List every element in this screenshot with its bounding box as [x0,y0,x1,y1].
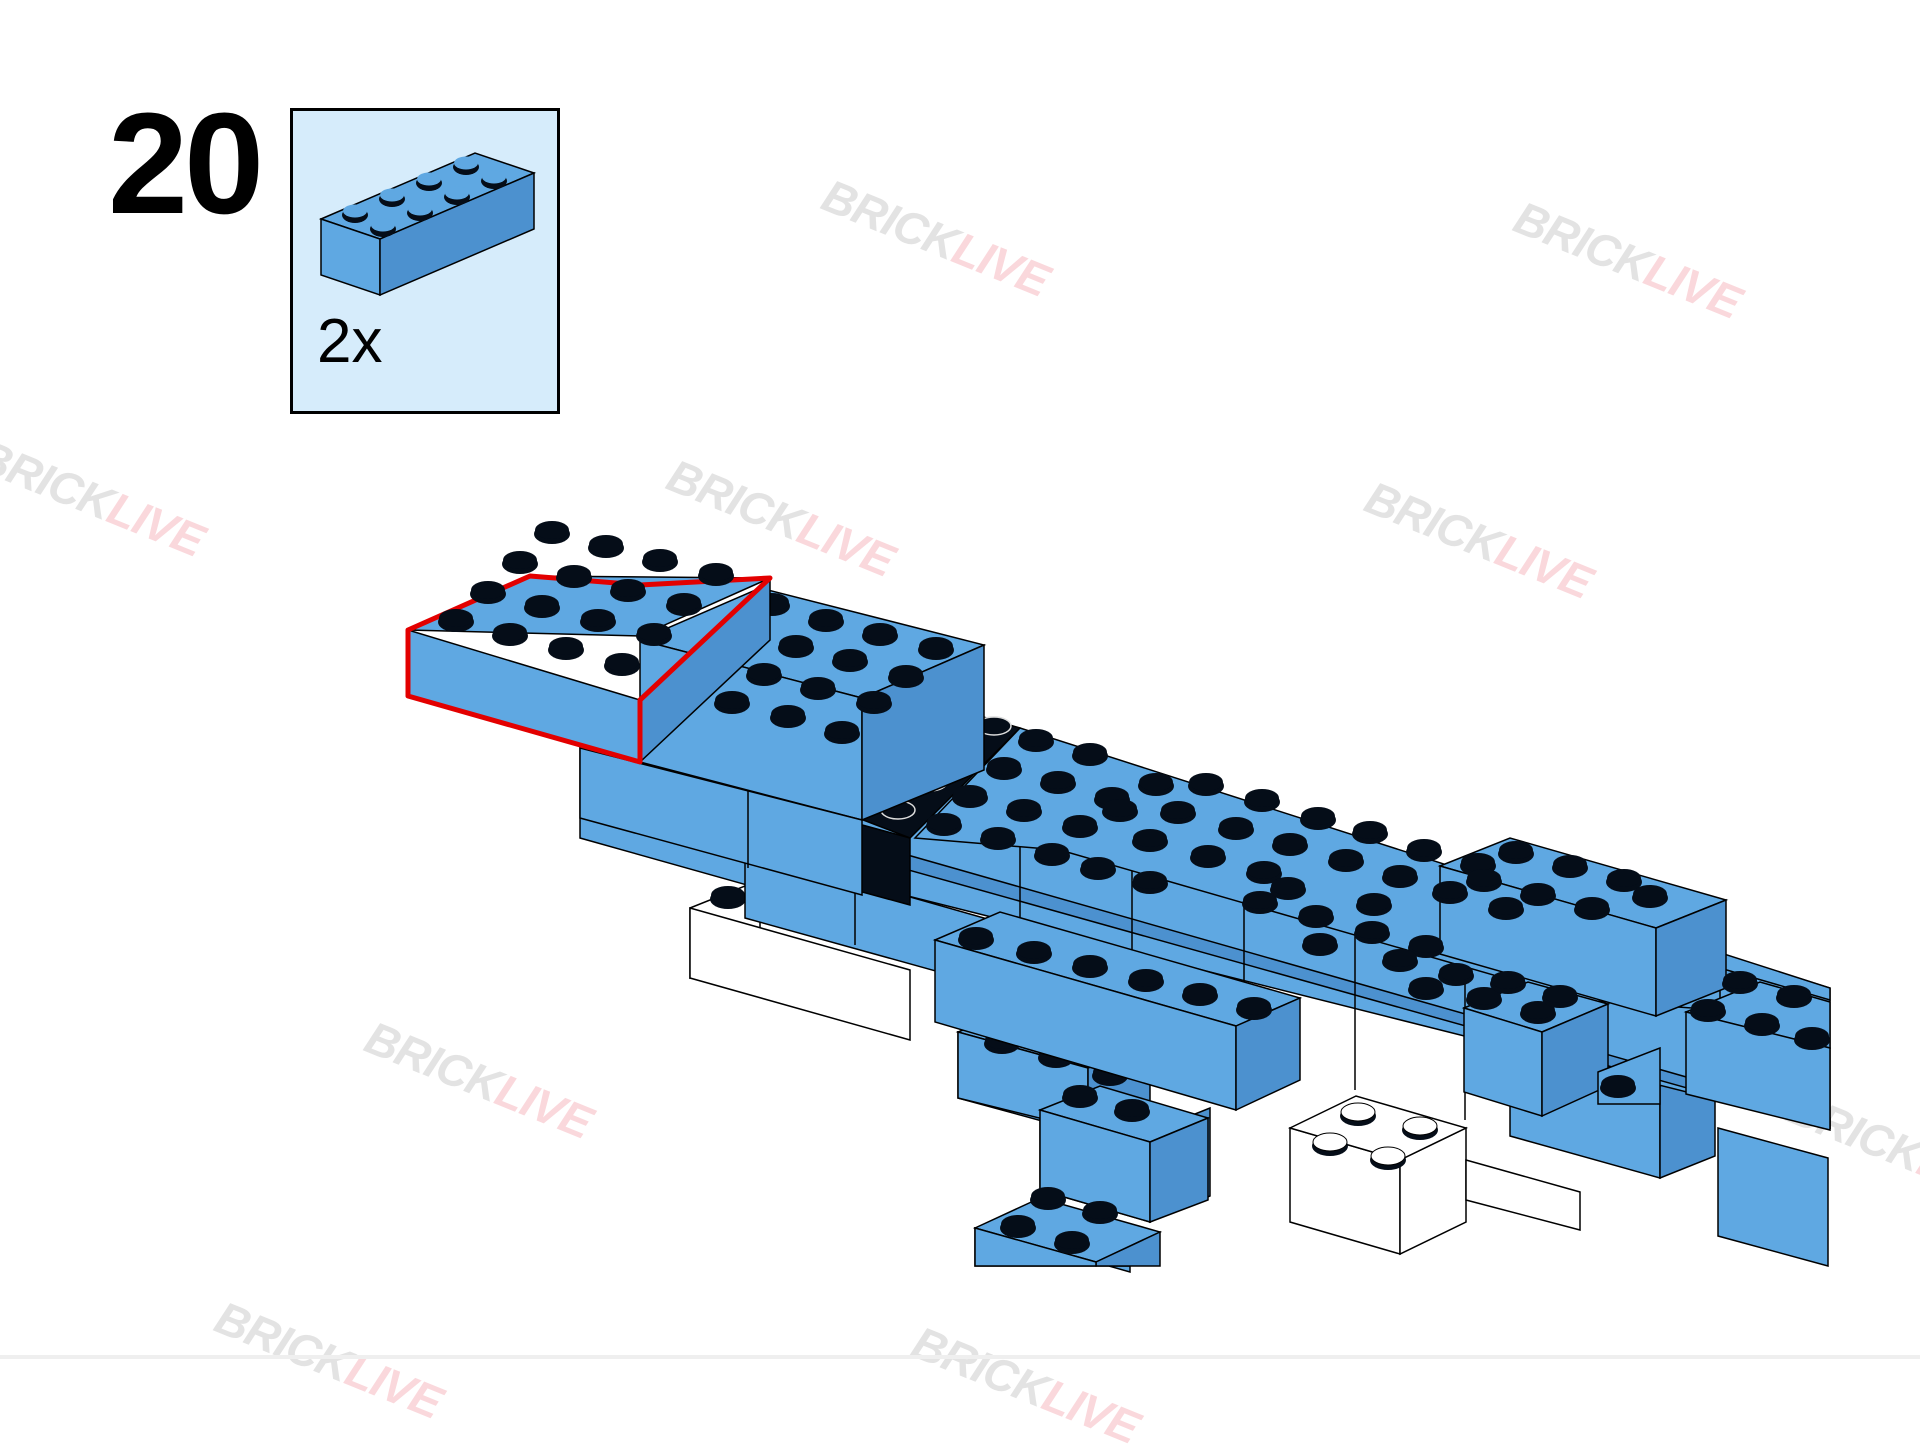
page-footer-line [0,1355,1920,1359]
step-number: 20 [108,83,264,244]
crocodile-model-illustration [405,521,1831,1273]
parts-callout: 2x [290,108,560,414]
part-quantity: 2x [317,307,383,376]
brick-2x4-icon [318,152,537,297]
blue-legs [955,1007,1211,1267]
